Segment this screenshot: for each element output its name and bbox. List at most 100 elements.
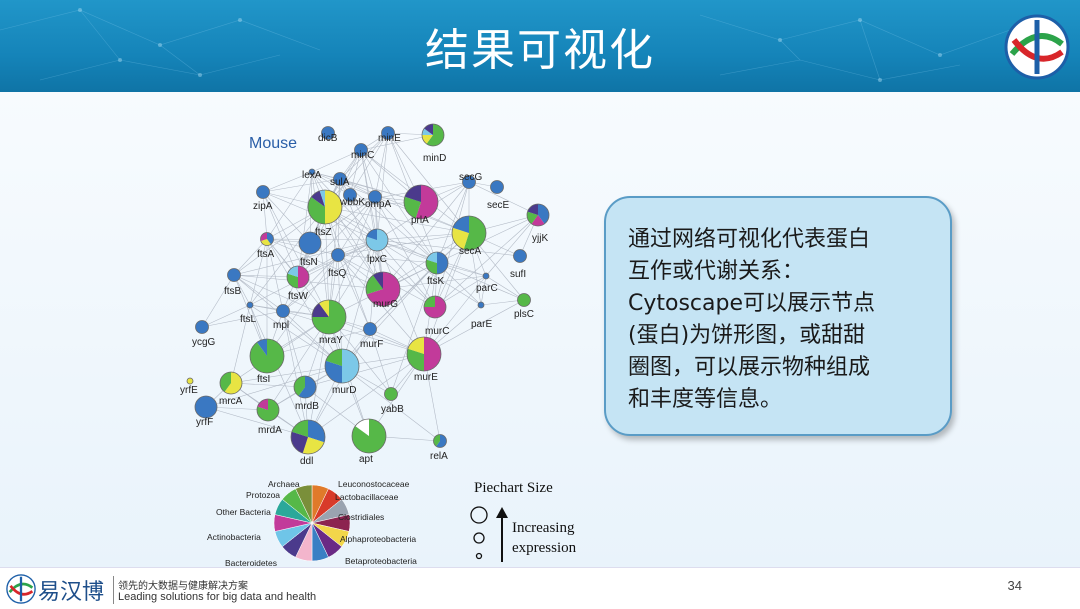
network-node: [308, 168, 316, 176]
node-label: mrdB: [295, 401, 319, 412]
network-node: [354, 143, 368, 157]
node-label: secG: [459, 172, 483, 183]
slide-title: 结果可视化: [425, 25, 655, 76]
network-node: [381, 126, 395, 140]
network-edge: [324, 206, 470, 234]
network-edge: [337, 232, 470, 256]
size-circle-small: [475, 552, 483, 560]
network-edge: [201, 310, 284, 328]
pie-outline: [331, 248, 345, 262]
network-node: [249, 338, 285, 374]
pie-slice: [331, 248, 345, 262]
pie-outline: [321, 126, 335, 140]
pie-slice: [343, 188, 357, 202]
pie-slice: [308, 420, 325, 443]
network-edge: [266, 171, 313, 240]
network-edge: [262, 191, 330, 318]
pie-slice: [527, 211, 538, 224]
pie-outline: [425, 251, 449, 275]
network-edge: [282, 310, 425, 355]
node-label: ompA: [365, 199, 392, 210]
network-edge: [436, 181, 470, 264]
footer-tagline-en: Leading solutions for big data and healt…: [118, 591, 317, 603]
network-edge: [480, 299, 525, 306]
pie-slice: [224, 372, 242, 395]
network-edge: [374, 132, 389, 198]
pie-outline: [219, 371, 243, 395]
network-node: [403, 184, 439, 220]
pie-outline: [186, 377, 194, 385]
pie-slice: [195, 320, 209, 334]
network-node: [406, 336, 442, 372]
pie-slice: [257, 339, 267, 356]
pie-slice: [363, 322, 377, 336]
network-edge: [297, 196, 376, 278]
network-node: [477, 301, 485, 309]
network-edge: [266, 238, 378, 241]
network-node: [343, 188, 357, 202]
pie-slice: [287, 273, 298, 288]
pie-outline: [308, 168, 316, 176]
pie-outline: [290, 419, 326, 455]
callout-line: 通过网络可视化代表蛋白: [628, 227, 871, 252]
network-edge: [376, 132, 389, 241]
network-edge: [307, 353, 425, 438]
network-edge: [324, 206, 371, 330]
network-edge: [233, 274, 284, 312]
pie-slice: [308, 197, 325, 224]
pie-outline: [256, 398, 280, 422]
network-node: [227, 268, 241, 282]
pie-outline: [423, 295, 447, 319]
pie-slice: [531, 215, 545, 226]
callout-line: 互作或代谢关系：: [628, 259, 805, 284]
callout-line: 圈图，可以展示物种组成: [628, 355, 871, 380]
pie-slice: [249, 339, 284, 373]
taxa-legend-pie: [273, 484, 351, 562]
pie-slice: [325, 190, 342, 224]
network-edge: [423, 232, 470, 355]
pie-outline: [403, 184, 439, 220]
network-edge: [205, 365, 343, 408]
pie-outline: [249, 338, 285, 374]
pie-slice: [298, 266, 309, 288]
pie-slice: [490, 180, 504, 194]
pie-slice: [298, 376, 316, 398]
node-label: yrfE: [180, 385, 198, 396]
network-node: [256, 398, 280, 422]
pie-outline: [324, 348, 360, 384]
node-label: secE: [487, 200, 510, 211]
network-node: [276, 304, 290, 318]
network-edge: [311, 171, 351, 196]
pie-outline: [406, 336, 442, 372]
network-edge: [266, 238, 384, 290]
network-node: [425, 251, 449, 275]
network-node: [462, 175, 476, 189]
network-node: [186, 377, 194, 385]
network-edge: [233, 274, 343, 367]
arrow-head-icon: [496, 507, 508, 518]
pie-slice: [276, 304, 290, 318]
protein-network-diagram: [186, 123, 550, 455]
node-label: prlA: [411, 215, 429, 226]
network-edge: [282, 206, 326, 312]
node-label: lpxC: [367, 254, 388, 265]
pie-slice: [354, 143, 368, 157]
taxa-legend-label: Actinobacteria: [207, 532, 261, 542]
pie-slice: [407, 337, 424, 354]
node-label: ftsI: [257, 374, 271, 385]
network-node: [256, 185, 270, 199]
node-label: minE: [378, 133, 401, 144]
size-legend-circles: [470, 506, 508, 562]
taxa-legend-label: Archaea: [268, 479, 300, 489]
network-edge: [324, 206, 436, 308]
pie-slice: [299, 232, 321, 254]
network-node: [451, 215, 487, 251]
node-label: yjjK: [532, 233, 549, 244]
network-edge: [267, 316, 330, 411]
pie-slice: [517, 293, 531, 307]
pie-slice: [426, 252, 437, 263]
network-edge: [324, 206, 330, 318]
node-label: murF: [360, 339, 384, 350]
network-edge: [382, 181, 470, 290]
network-edge: [468, 181, 539, 216]
